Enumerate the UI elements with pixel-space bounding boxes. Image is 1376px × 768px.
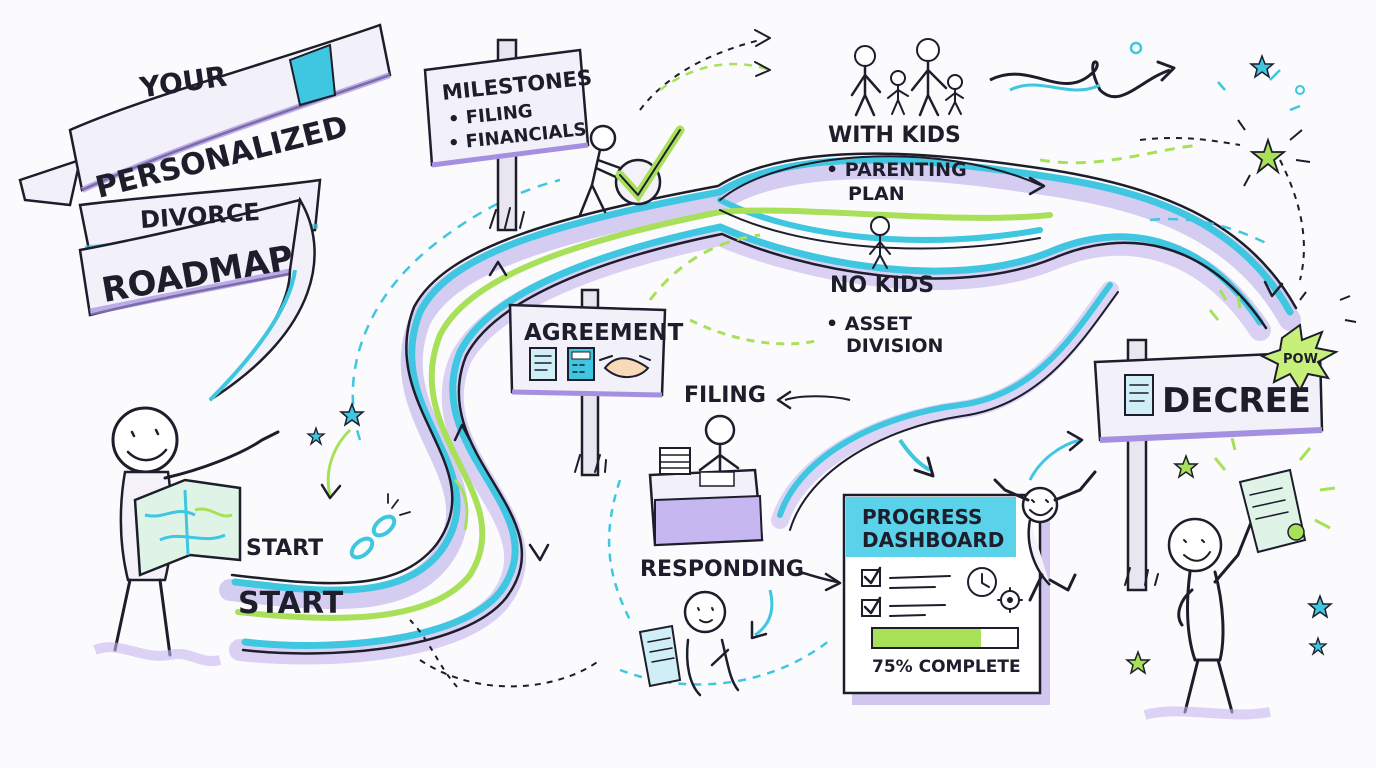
agreement-sign: AGREEMENT [508,288,684,477]
checklist [861,566,951,617]
star-icon [1124,649,1152,675]
star-icon [1172,453,1200,479]
dashboard-title-line-2: DASHBOARD [862,528,1004,552]
filing-label: FILING [684,383,766,408]
pow-burst [1259,323,1339,393]
star-icon [1248,53,1276,79]
filing-station: FILING [648,383,766,547]
no-kids-label: NO KIDS [830,273,934,298]
decorations [306,41,1357,675]
decree-sign: DECREE POW [1093,323,1339,592]
start-area: START START [238,493,411,621]
star-icon [338,401,366,427]
branch-labels: WITH KIDS • PARENTING PLAN NO KIDS • ASS… [826,123,967,357]
no-kids-item-2: DIVISION [846,335,943,357]
star-icon [1308,635,1328,656]
progress-label: 75% COMPLETE [872,657,1021,677]
decree-title: DECREE [1162,381,1311,421]
certificate-icon [1238,468,1307,554]
start-label-upper: START [246,536,323,561]
figure-celebrating [1143,437,1336,720]
star-icon [1306,593,1334,619]
figure-jumping [993,470,1097,602]
no-kids-item-1: • ASSET [826,313,912,335]
figure-with-map [93,406,280,667]
gear-icon [997,587,1023,613]
dashboard-title-line-1: PROGRESS [862,505,982,529]
road-network [219,29,1305,691]
with-kids-item-1: • PARENTING [826,159,967,181]
with-kids-label: WITH KIDS [828,123,961,148]
document-icon [529,347,557,381]
broken-chain-icon [349,493,411,560]
with-kids-item-2: PLAN [848,183,905,205]
progress-dashboard: PROGRESS DASHBOARD 75% COMPLETE [842,493,1050,705]
star-icon [306,425,326,446]
handshake-icon [599,355,651,378]
figure-pushing-checkmark [578,124,685,217]
decree-document-icon [1124,374,1154,416]
progress-bar-fill [873,629,981,647]
calculator-icon [567,347,595,381]
star-icon [1249,137,1287,175]
figure-responding [638,590,740,697]
clock-icon [967,567,997,597]
agreement-title: AGREEMENT [524,320,684,346]
pow-text: POW [1283,352,1318,367]
start-label-lower: START [238,586,344,621]
title-banner: YOUR PERSONALIZED DIVORCE ROADMAP [18,23,392,402]
family-figures [850,38,964,117]
responding-label: RESPONDING [640,557,804,582]
milestones-sign: MILESTONES • FILING • FINANCIALS [423,38,593,232]
